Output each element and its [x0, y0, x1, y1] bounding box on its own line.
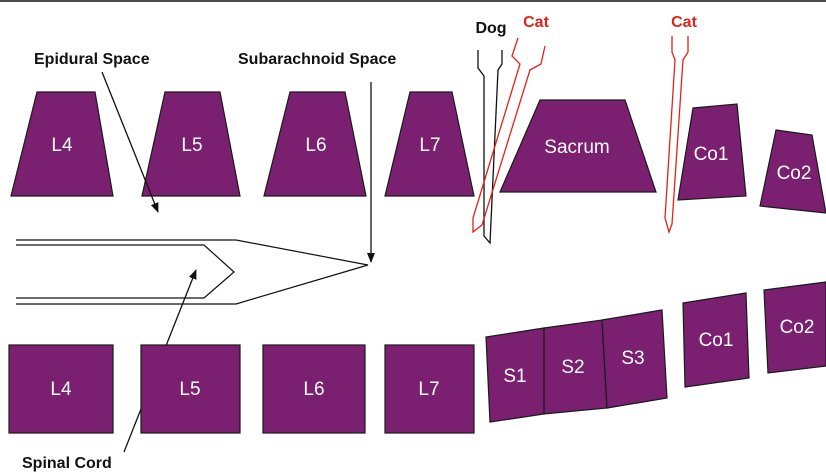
dorsal-vertebra-co1-label: Co1 [694, 144, 729, 165]
dorsal-vertebra-l6-label: L6 [305, 135, 326, 156]
ventral-vertebra-co2-label: Co2 [780, 317, 815, 338]
cat-needle-lumbosacral [472, 37, 546, 234]
dog-needle-label: Dog [475, 20, 506, 37]
dorsal-sacrum-label: Sacrum [544, 137, 609, 158]
ventral-vertebrae-row: L4 L5 L6 L7 S1 S2 S3 Co1 [8, 281, 826, 434]
dura-outer-outline [16, 239, 369, 305]
ventral-vertebra-l5-label: L5 [179, 379, 200, 400]
epidural-space-label: Epidural Space [34, 51, 150, 68]
dorsal-vertebra-co2: Co2 [759, 129, 826, 214]
ventral-vertebra-l7: L7 [384, 344, 475, 434]
dorsal-vertebra-l6: L6 [263, 91, 367, 197]
cat-needle-sacrococcygeal [664, 36, 689, 235]
subarachnoid-space-label: Subarachnoid Space [238, 51, 396, 68]
spinal-cord-label: Spinal Cord [22, 455, 112, 472]
ventral-vertebra-co1: Co1 [682, 292, 750, 388]
cat-needle-label-sacrococcygeal: Cat [671, 14, 697, 31]
ventral-vertebra-co2: Co2 [763, 281, 826, 374]
dorsal-vertebra-l7: L7 [384, 91, 475, 197]
dog-needle [477, 50, 503, 245]
cat-needle-label-lumbosacral: Cat [523, 14, 549, 31]
dorsal-sacrum: Sacrum [499, 99, 657, 193]
ventral-vertebra-l5: L5 [140, 344, 241, 434]
dorsal-vertebra-l5: L5 [141, 91, 241, 197]
dorsal-vertebra-co2-label: Co2 [777, 163, 812, 184]
dural-sac-outline [16, 239, 369, 305]
spinal-cord-outline [16, 244, 235, 299]
ventral-vertebra-s3-label: S3 [621, 348, 644, 369]
ventral-vertebra-s1-label: S1 [503, 366, 526, 387]
ventral-vertebra-co1-label: Co1 [699, 330, 734, 351]
dorsal-vertebra-l5-label: L5 [181, 135, 202, 156]
ventral-vertebra-s1: S1 [485, 327, 545, 423]
ventral-vertebra-l6: L6 [262, 344, 366, 434]
dorsal-vertebra-co1: Co1 [677, 103, 747, 201]
ventral-vertebra-s2: S2 [543, 319, 608, 415]
ventral-vertebra-l4: L4 [8, 344, 114, 434]
epidural-space-arrow [101, 71, 159, 213]
ventral-vertebra-s2-label: S2 [561, 357, 584, 378]
ventral-vertebra-l6-label: L6 [303, 379, 324, 400]
dorsal-vertebra-l4: L4 [10, 91, 114, 197]
ventral-vertebra-s3: S3 [601, 309, 668, 409]
dorsal-vertebra-l4-label: L4 [51, 135, 73, 156]
dorsal-vertebrae-row: L4 L5 L6 L7 Sacrum Co1 Co2 [10, 91, 826, 214]
dorsal-vertebra-l7-label: L7 [419, 135, 440, 156]
ventral-vertebra-l7-label: L7 [418, 379, 439, 400]
ventral-vertebra-l4-label: L4 [50, 379, 72, 400]
